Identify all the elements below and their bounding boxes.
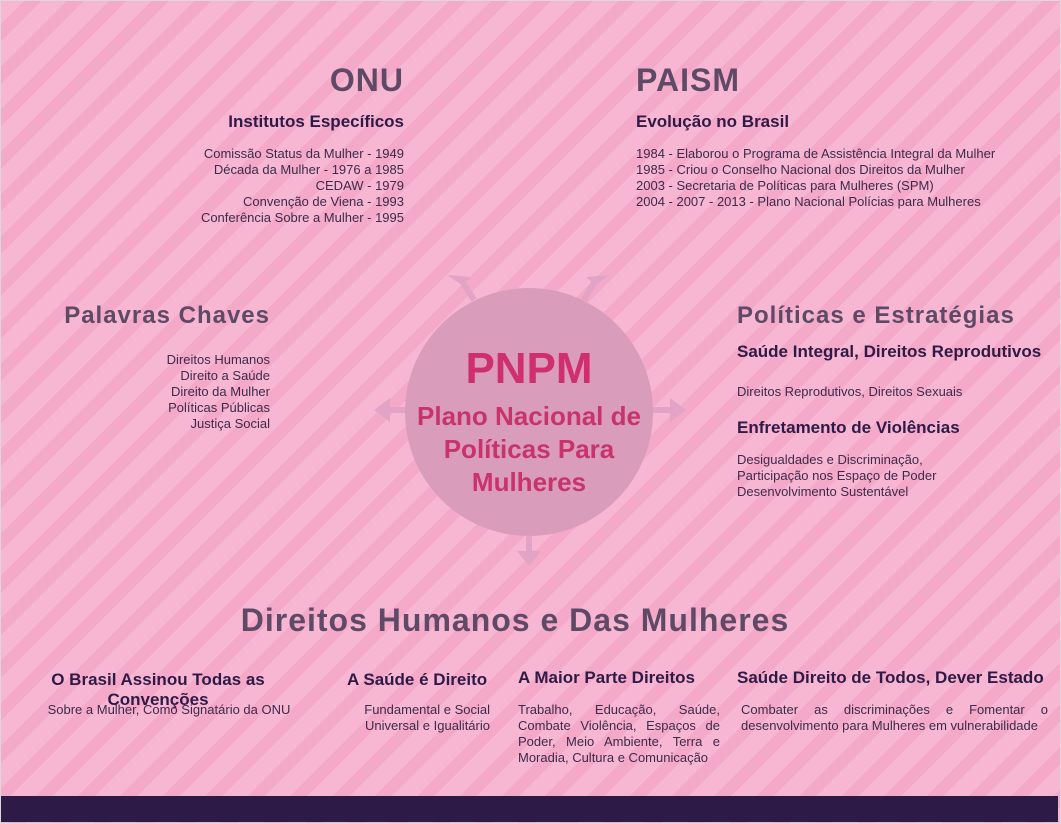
keywords-list-item: Políticas Públicas	[168, 400, 270, 415]
keywords-list-item: Direitos Humanos	[166, 352, 270, 367]
policies-violence-item: Desenvolvimento Sustentável	[737, 484, 909, 499]
onu-list-item: Conferência Sobre a Mulher - 1995	[200, 210, 404, 225]
onu-title: ONU	[329, 62, 404, 98]
center-full-name: Plano Nacional de Políticas Para Mulhere…	[417, 401, 641, 497]
onu-list-item: CEDAW - 1979	[315, 178, 404, 193]
rights-col1-text: Sobre a Mulher, Como Signatário da ONU	[47, 702, 291, 717]
policies-health-text: Direitos Reprodutivos, Direitos Sexuais	[737, 384, 963, 399]
keywords-list-item: Justiça Social	[190, 416, 270, 431]
onu-list-item: Convenção de Viena - 1993	[243, 194, 404, 209]
paism-list: 1984 - Elaborou o Programa de Assistênci…	[636, 146, 995, 210]
paism-subtitle: Evolução no Brasil	[636, 112, 790, 131]
rights-col3-text: Trabalho, Educação, Saúde, Combate Violê…	[518, 702, 720, 765]
onu-list-item: Comissão Status da Mulher - 1949	[203, 146, 404, 161]
policies-health-heading: Saúde Integral, Direitos Reprodutivos	[737, 342, 1042, 361]
policies-violence-list: Desigualdades e Discriminação,Participaç…	[737, 452, 936, 500]
policies-title: Políticas e Estratégias	[737, 302, 1015, 329]
rights-col2-text: Fundamental e Social Universal e Igualit…	[364, 702, 490, 733]
rights-col4-title: Saúde Direito de Todos, Dever Estado	[737, 668, 1044, 687]
onu-subtitle: Institutos Específicos	[228, 112, 404, 131]
keywords-title: Palavras Chaves	[64, 302, 270, 329]
policies-violence-item: Desigualdades e Discriminação,	[737, 452, 923, 467]
rights-col4-text: Combater as discriminações e Fomentar o …	[741, 702, 1048, 733]
keywords-list-item: Direito a Saúde	[180, 368, 270, 383]
paism-title: PAISM	[636, 62, 740, 98]
paism-list-item: 2004 - 2007 - 2013 - Plano Nacional Polí…	[636, 194, 981, 209]
paism-list-item: 1984 - Elaborou o Programa de Assistênci…	[636, 146, 996, 161]
paism-list-item: 2003 - Secretaria de Políticas para Mulh…	[636, 178, 934, 193]
policies-violence-heading: Enfretamento de Violências	[737, 418, 960, 437]
rights-col2-title: A Saúde é Direito	[347, 670, 488, 689]
center-acronym: PNPM	[465, 344, 593, 393]
rights-title: Direitos Humanos e Das Mulheres	[240, 602, 790, 638]
footer-bar	[1, 796, 1058, 822]
onu-list-item: Década da Mulher - 1976 a 1985	[213, 162, 404, 177]
rights-col1-title: O Brasil Assinou Todas as Convenções	[51, 670, 265, 709]
center-circle: PNPM Plano Nacional de Políticas Para Mu…	[405, 288, 653, 536]
policies-violence-item: Participação nos Espaço de Poder	[737, 468, 937, 483]
keywords-list-item: Direito da Mulher	[171, 384, 270, 399]
paism-list-item: 1985 - Criou o Conselho Nacional dos Dir…	[636, 162, 965, 177]
rights-col3-title: A Maior Parte Direitos	[518, 668, 695, 687]
